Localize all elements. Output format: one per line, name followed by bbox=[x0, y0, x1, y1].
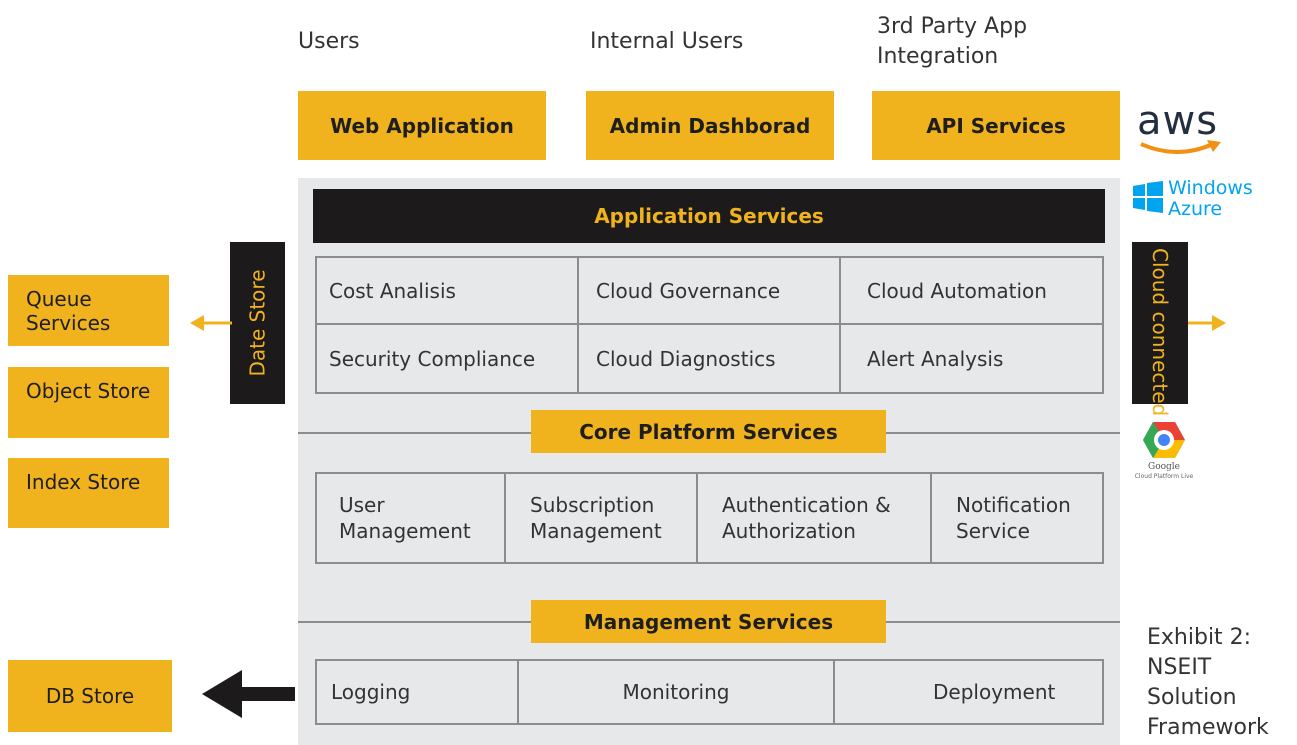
deployment-cell: Deployment bbox=[833, 659, 1104, 725]
google-text: Google bbox=[1148, 462, 1180, 472]
db-arrow-icon bbox=[202, 670, 295, 718]
users-label: Users bbox=[298, 29, 360, 54]
management-services-label: Management Services bbox=[531, 600, 886, 643]
alert-analysis-cell: Alert Analysis bbox=[839, 323, 1104, 394]
windows-text: Windows bbox=[1168, 177, 1253, 199]
cloud-diagnostics-cell: Cloud Diagnostics bbox=[577, 323, 841, 394]
api-services-box: API Services bbox=[872, 91, 1120, 160]
google-sub-text: Cloud Platform Live bbox=[1134, 473, 1194, 480]
date-store-tab: Date Store bbox=[230, 242, 285, 404]
authentication-authorization-cell: Authentication & Authorization bbox=[696, 472, 932, 564]
notification-service-cell: Notification Service bbox=[930, 472, 1104, 564]
google-hexagon-icon bbox=[1143, 422, 1185, 458]
cloud-connected-tab: Cloud connected bbox=[1132, 242, 1188, 417]
windows-flag-icon bbox=[1133, 181, 1163, 213]
aws-smile-icon bbox=[1140, 140, 1221, 154]
cloud-governance-cell: Cloud Governance bbox=[577, 256, 841, 325]
windows-logo-icon: Windows Azure bbox=[1132, 178, 1272, 224]
db-store-box: DB Store bbox=[8, 660, 172, 732]
internal-users-label: Internal Users bbox=[590, 29, 744, 54]
exhibit-line-2: NSEIT bbox=[1147, 655, 1212, 680]
logging-cell: Logging bbox=[315, 659, 519, 725]
admin-dashboard-box: Admin Dashborad bbox=[586, 91, 834, 160]
google-cloud-icon: Google Cloud Platform Live bbox=[1128, 420, 1200, 486]
right-arrow-icon bbox=[1188, 315, 1226, 331]
cost-analysis-cell: Cost Analisis bbox=[315, 256, 579, 325]
subscription-management-cell: Subscription Management bbox=[504, 472, 698, 564]
security-compliance-cell: Security Compliance bbox=[315, 323, 579, 394]
cloud-connected-label: Cloud connected bbox=[1148, 248, 1172, 417]
date-store-label: Date Store bbox=[245, 269, 270, 377]
web-application-box: Web Application bbox=[298, 91, 546, 160]
queue-services-box: Queue Services bbox=[8, 275, 169, 346]
monitoring-cell: Monitoring bbox=[517, 659, 835, 725]
exhibit-caption: Exhibit 2: NSEIT Solution Framework bbox=[1147, 623, 1287, 743]
index-store-box: Index Store bbox=[8, 458, 169, 528]
aws-logo-text: aws bbox=[1137, 98, 1219, 144]
core-platform-services-label: Core Platform Services bbox=[531, 410, 886, 453]
third-party-label: 3rd Party App Integration bbox=[877, 14, 1028, 69]
left-arrow-icon bbox=[190, 315, 232, 331]
user-management-cell: User Management bbox=[315, 472, 506, 564]
exhibit-line-3: Solution bbox=[1147, 685, 1237, 710]
exhibit-line-1: Exhibit 2: bbox=[1147, 625, 1252, 650]
application-services-bar: Application Services bbox=[313, 189, 1105, 243]
aws-logo-icon: aws bbox=[1137, 100, 1227, 170]
cloud-automation-cell: Cloud Automation bbox=[839, 256, 1104, 325]
exhibit-line-4: Framework bbox=[1147, 715, 1269, 740]
azure-text: Azure bbox=[1168, 198, 1223, 220]
object-store-box: Object Store bbox=[8, 367, 169, 438]
main-panel bbox=[298, 178, 1120, 745]
